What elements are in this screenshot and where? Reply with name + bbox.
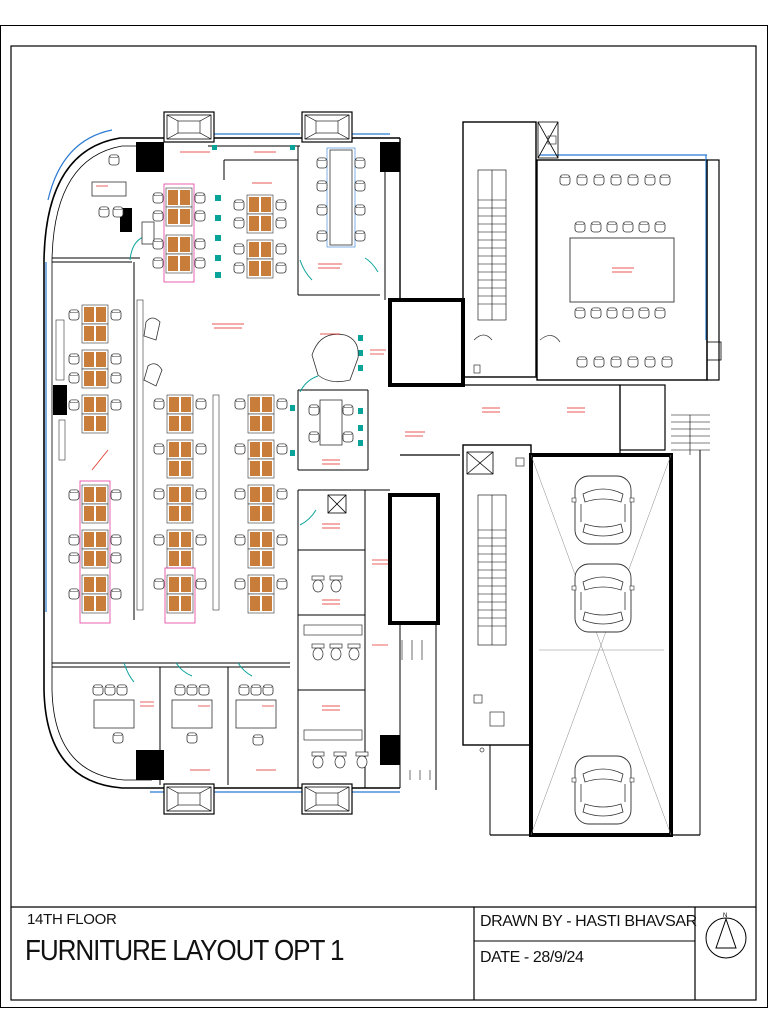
north-staircase	[477, 169, 507, 321]
storage-strips	[55, 299, 220, 611]
workstation-cluster-north-b	[233, 194, 287, 279]
meeting-room-north	[316, 147, 366, 248]
lounge-seating	[143, 317, 359, 387]
layout-title: FURNITURE LAYOUT OPT 1	[25, 935, 345, 967]
conference-room	[559, 174, 675, 368]
cabins-south	[92, 684, 277, 746]
floor-label: 14TH FLOOR	[27, 911, 117, 928]
workstation-cluster-north-a	[152, 183, 206, 283]
interior-partitions	[52, 145, 437, 790]
cabin-top-left	[91, 154, 155, 245]
north-letter: N	[723, 913, 727, 919]
south-staircase	[477, 494, 507, 646]
workstation-cluster-centre	[153, 394, 207, 624]
toilets	[303, 575, 369, 769]
door-frames	[212, 145, 363, 456]
meeting-room-small	[308, 399, 354, 446]
title-block	[11, 906, 756, 1000]
date-label: DATE - 28/9/24	[480, 949, 584, 966]
drawn-by-label: DRAWN BY - HASTI BHAVSAR	[480, 913, 697, 930]
core-fixtures	[401, 135, 561, 780]
workstation-cluster-west-b	[68, 480, 122, 624]
workstation-cluster-east	[234, 394, 288, 614]
door-swings	[123, 235, 379, 683]
outer-sheet-border	[0, 25, 768, 1008]
inner-drawing-border	[10, 45, 757, 1001]
room-label-marks	[91, 151, 634, 771]
north-arrow-icon: N	[705, 913, 747, 959]
workstation-cluster-west-a	[68, 304, 122, 434]
